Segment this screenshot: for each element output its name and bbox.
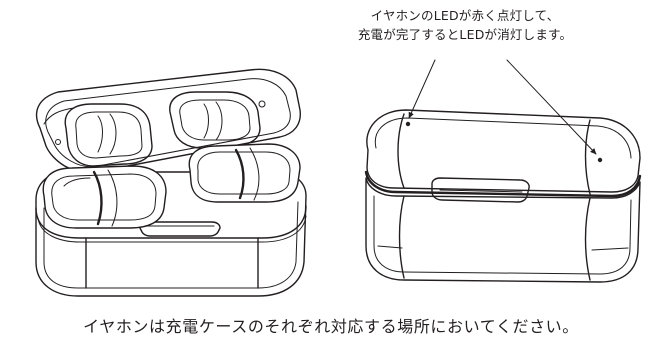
- closed-case-illustration: [364, 109, 642, 283]
- right-led-indicator: [597, 157, 603, 163]
- closed-case-seam: [364, 170, 642, 198]
- left-led-indicator: [405, 121, 411, 127]
- callout-line-2: 充電が完了するとLEDが消灯します。: [357, 27, 573, 42]
- callout-line-1: イヤホンのLEDが赤く点灯して、: [370, 8, 560, 23]
- closed-case-notch: [431, 177, 530, 203]
- led-callout-text: イヤホンのLEDが赤く点灯して、 充電が完了するとLEDが消灯します。: [310, 6, 620, 44]
- arrow-to-right-led: [506, 59, 597, 155]
- closed-case-base: [365, 177, 641, 283]
- right-earbud: [188, 143, 301, 203]
- open-case-illustration: [35, 68, 307, 297]
- arrow-to-left-led: [408, 59, 436, 119]
- instruction-caption: イヤホンは充電ケースのそれぞれ対応する場所においてください。: [83, 317, 579, 336]
- closed-case-lid: [366, 109, 641, 193]
- left-earbud: [42, 165, 167, 229]
